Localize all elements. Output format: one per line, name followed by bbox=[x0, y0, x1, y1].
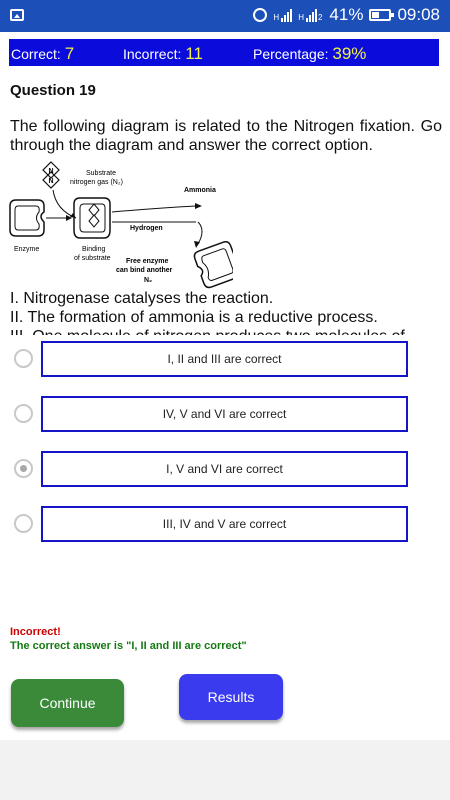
binding-complex-shape bbox=[73, 197, 111, 239]
nitrogen-gas-label: nitrogen gas (N₂) bbox=[70, 179, 123, 186]
option-button-4[interactable]: III, IV and V are correct bbox=[41, 506, 408, 542]
substrate-label: Substrate bbox=[86, 170, 116, 177]
binding-label-1: Binding bbox=[82, 246, 105, 253]
score-bar: Correct: 7 Incorrect: 11 Percentage: 39% bbox=[9, 39, 439, 66]
hydrogen-label: Hydrogen bbox=[130, 225, 163, 232]
question-text: The following diagram is related to the … bbox=[10, 118, 442, 154]
signal-icon-2: H 2 bbox=[298, 8, 323, 22]
option-row-4: III, IV and V are correct bbox=[14, 506, 414, 542]
enzyme-label: Enzyme bbox=[14, 246, 39, 253]
binding-label-2: of substrate bbox=[74, 255, 111, 262]
quiz-content: Correct: 7 Incorrect: 11 Percentage: 39%… bbox=[0, 32, 450, 740]
percentage-value: 39% bbox=[332, 44, 367, 63]
enzyme-shape bbox=[9, 199, 45, 237]
option-button-1[interactable]: I, II and III are correct bbox=[41, 341, 408, 377]
option-radio-3[interactable] bbox=[14, 459, 33, 478]
nitrogen-fixation-diagram: N N Substrate nitrogen gas (N₂) Enzyme B… bbox=[9, 161, 233, 289]
clock: 09:08 bbox=[397, 5, 440, 24]
sim2-label: H bbox=[298, 13, 304, 22]
signal-icon: H bbox=[273, 8, 293, 22]
sim1-label: H bbox=[273, 13, 280, 22]
option-radio-4[interactable] bbox=[14, 514, 33, 533]
ammonia-label: Ammonia bbox=[184, 187, 216, 194]
incorrect-count: Incorrect: 11 bbox=[123, 44, 203, 63]
incorrect-value: 11 bbox=[185, 44, 203, 63]
free-enzyme-label-3: N₂ bbox=[144, 277, 152, 284]
n2-molecule-icon: N N bbox=[42, 161, 60, 189]
n-letter-bottom: N bbox=[49, 178, 54, 185]
option-radio-2[interactable] bbox=[14, 404, 33, 423]
battery-icon bbox=[369, 9, 395, 21]
statement-1: I. Nitrogenase catalyses the reaction. bbox=[10, 290, 274, 307]
correct-value: 7 bbox=[64, 44, 75, 63]
arrow-ammonia bbox=[111, 205, 197, 213]
option-radio-1[interactable] bbox=[14, 349, 33, 368]
option-button-3[interactable]: I, V and VI are correct bbox=[41, 451, 408, 487]
statement-2: II. The formation of ammonia is a reduct… bbox=[10, 309, 378, 326]
question-title: Question 19 bbox=[10, 82, 96, 99]
statement-3: III. One molecule of nitrogen produces t… bbox=[10, 327, 442, 335]
option-row-3: I, V and VI are correct bbox=[14, 451, 414, 487]
n-letter-top: N bbox=[49, 168, 54, 175]
option-row-1: I, II and III are correct bbox=[14, 341, 414, 377]
option-button-2[interactable]: IV, V and VI are correct bbox=[41, 396, 408, 432]
status-bar: H H 2 41% 09:08 bbox=[0, 0, 450, 32]
free-enzyme-label-2: can bind another bbox=[116, 267, 173, 274]
percentage: Percentage: 39% bbox=[253, 44, 367, 63]
free-enzyme-label-1: Free enzyme bbox=[126, 258, 169, 265]
feedback-correct-answer: The correct answer is "I, II and III are… bbox=[10, 640, 247, 652]
sim2-index: 2 bbox=[317, 13, 323, 22]
option-row-2: IV, V and VI are correct bbox=[14, 396, 414, 432]
free-enzyme-shape bbox=[193, 241, 233, 289]
alarm-icon bbox=[253, 8, 268, 22]
results-button[interactable]: Results bbox=[179, 674, 283, 720]
status-right: H H 2 41% 09:08 bbox=[253, 5, 440, 25]
battery-percent: 41% bbox=[329, 5, 364, 24]
continue-button[interactable]: Continue bbox=[11, 679, 124, 727]
correct-count: Correct: 7 bbox=[11, 44, 75, 63]
feedback-result: Incorrect! bbox=[10, 626, 61, 638]
question-statements: I. Nitrogenase catalyses the reaction. I… bbox=[10, 289, 442, 335]
image-icon bbox=[10, 9, 24, 21]
